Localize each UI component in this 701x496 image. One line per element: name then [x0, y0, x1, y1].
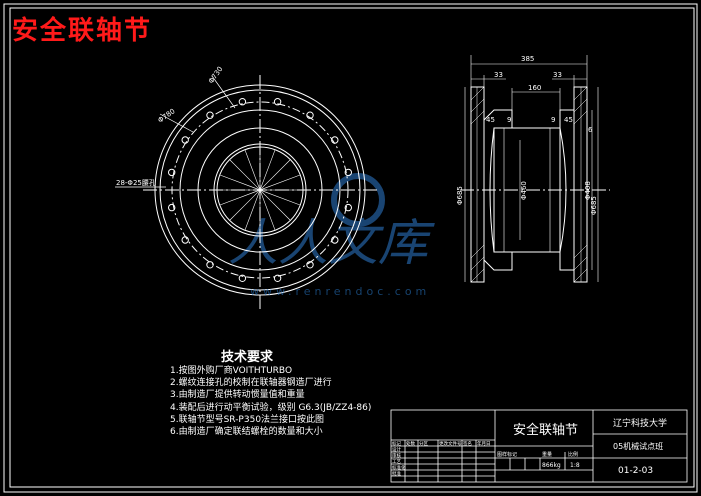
side-bevel-right: 45: [564, 116, 573, 124]
bolt-hole: [238, 98, 247, 106]
bolt-hole: [306, 111, 314, 119]
tech-requirement-item: 5.联轴节型号SR-P350法兰接口按此图: [170, 414, 325, 425]
watermark-url: www.renrendoc.com: [250, 285, 431, 298]
bolt-hole: [306, 261, 314, 269]
svg-text:年月日: 年月日: [477, 440, 491, 447]
title-block-school: 辽宁科技大学: [613, 417, 667, 429]
bolt-hole: [331, 236, 339, 244]
svg-text:分区: 分区: [419, 440, 428, 447]
tech-requirement-item: 4.装配后进行动平衡试验，级别 G6.3(JB/ZZ4-86): [170, 402, 372, 413]
tech-requirement-item: 2.螺纹连接孔的校制在联轴器钢造厂进行: [170, 378, 332, 389]
bolt-hole: [168, 203, 176, 212]
title-block-class: 05机械试点班: [613, 441, 663, 451]
svg-text:标记: 标记: [392, 440, 401, 447]
side-gap-left: 9: [507, 116, 511, 124]
title-block-weight: 866kg: [542, 462, 561, 469]
tech-requirements-list: 1.按图外购厂商VOITHTURBO 2.螺纹连接孔的校制在联轴器钢造厂进行 3…: [170, 365, 371, 438]
svg-text:工艺: 工艺: [392, 459, 401, 465]
title-block-name: 安全联轴节: [513, 422, 578, 438]
front-pcd-outer-label: Φ730: [207, 65, 224, 85]
svg-text:批准: 批准: [392, 470, 401, 477]
document-title: 安全联轴节: [12, 16, 153, 46]
side-small-right: 6: [588, 126, 593, 134]
bolt-hole-pattern: [168, 98, 352, 282]
front-view: [115, 75, 377, 310]
tech-requirement-item: 3.由制造厂提供转动惯量值和重量: [170, 390, 305, 401]
tech-requirement-item: 6.由制造厂确定联结螺栓的数量和大小: [170, 427, 323, 438]
side-view: [460, 55, 610, 283]
title-block-sheet-label-2: 比例: [568, 451, 578, 458]
bolt-hole: [206, 111, 214, 119]
side-dia-left: Φ685: [456, 186, 464, 205]
svg-text:设计: 设计: [392, 446, 401, 453]
tech-requirements-title: 技术要求: [221, 350, 274, 365]
side-left-flange-dim: 33: [494, 71, 503, 79]
svg-text:处数: 处数: [406, 440, 415, 447]
side-bevel-left: 45: [486, 116, 495, 124]
side-overall-dim: 385: [521, 55, 534, 63]
bolt-hole: [273, 98, 282, 106]
title-block-rev-labels: 标记 处数 分区 更改文件号 签名 年月日 设计 审核 工艺 标准化 批准: [392, 440, 491, 477]
bolt-hole: [331, 136, 339, 144]
side-dia-right1: Φ408: [584, 181, 592, 200]
svg-text:更改文件号: 更改文件号: [439, 440, 462, 447]
bolt-hole: [181, 236, 189, 244]
side-gap-right: 9: [551, 116, 555, 124]
svg-text:标准化: 标准化: [392, 464, 406, 471]
bolt-hole: [181, 136, 189, 144]
front-pcd-inner-label: Φ780: [157, 107, 177, 124]
side-inner-dim: 160: [528, 84, 541, 92]
outer-frame: [3, 3, 698, 493]
title-block-scale: 1:8: [570, 462, 580, 469]
side-right-flange-dim: 33: [553, 71, 562, 79]
front-holes-label: 28-Φ25腰孔: [116, 179, 156, 187]
bolt-hole: [273, 274, 282, 282]
bolt-hole: [344, 168, 352, 177]
title-block-grid: [390, 409, 688, 483]
title-block-sheet-label-0: 图样标记: [497, 451, 517, 458]
bolt-hole: [238, 274, 247, 282]
side-dia-mid: Φ460: [520, 181, 528, 200]
title-block-number: 01-2-03: [618, 466, 653, 476]
svg-text:审核: 审核: [392, 452, 401, 459]
bolt-hole: [206, 261, 214, 269]
bolt-hole: [344, 203, 352, 212]
tech-requirement-item: 1.按图外购厂商VOITHTURBO: [170, 366, 293, 376]
inner-frame: [9, 7, 695, 488]
bolt-hole: [168, 168, 176, 177]
watermark-logo: 人人文库: [228, 173, 435, 272]
title-block-sheet-label-1: 重量: [542, 451, 552, 458]
svg-text:签名: 签名: [463, 440, 472, 447]
side-dia-right2: Φ685: [590, 196, 598, 215]
watermark-logo-text: 人人文库: [228, 214, 435, 272]
